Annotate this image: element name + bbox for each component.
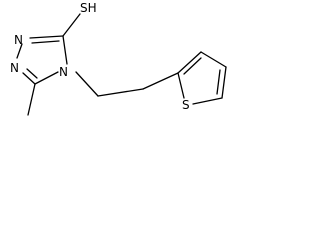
triazole-n1-label: N <box>10 61 19 75</box>
bond-c3-sh <box>62 13 81 37</box>
bond-thiophene-c3-c2 <box>177 51 202 74</box>
bond-n4-ch2 <box>75 71 99 97</box>
bond-c5-n4 <box>34 71 59 85</box>
structure-diagram: SH N N N S <box>10 1 227 116</box>
thiol-label: SH <box>80 1 97 15</box>
bond-n4-c3 <box>62 35 68 65</box>
bond-thiophene-c2-s <box>177 72 185 99</box>
triazole-n4-label: N <box>59 65 68 79</box>
triazole-n2-label: N <box>14 33 23 47</box>
bond-thiophene-c4-c3 <box>200 51 227 68</box>
thiophene-s-label: S <box>182 98 190 112</box>
bond-c5-methyl <box>27 83 36 116</box>
bond-c3-n2-double <box>31 40 60 44</box>
bond-n2-n1 <box>16 43 23 59</box>
bond-ch2-ch2 <box>97 88 144 97</box>
bond-thiophene-c3-c2-double <box>183 57 202 75</box>
bond-thiophene-c5-c4 <box>221 66 227 99</box>
bond-thiophene-s-c5 <box>192 97 223 105</box>
bond-thiophene-c5-c4-double <box>216 69 221 95</box>
bond-ch2-thiophene <box>142 72 179 90</box>
bond-c3-n2 <box>29 35 64 39</box>
bond-n1-c5 <box>22 72 36 85</box>
bond-n1-c5-double <box>26 68 38 79</box>
